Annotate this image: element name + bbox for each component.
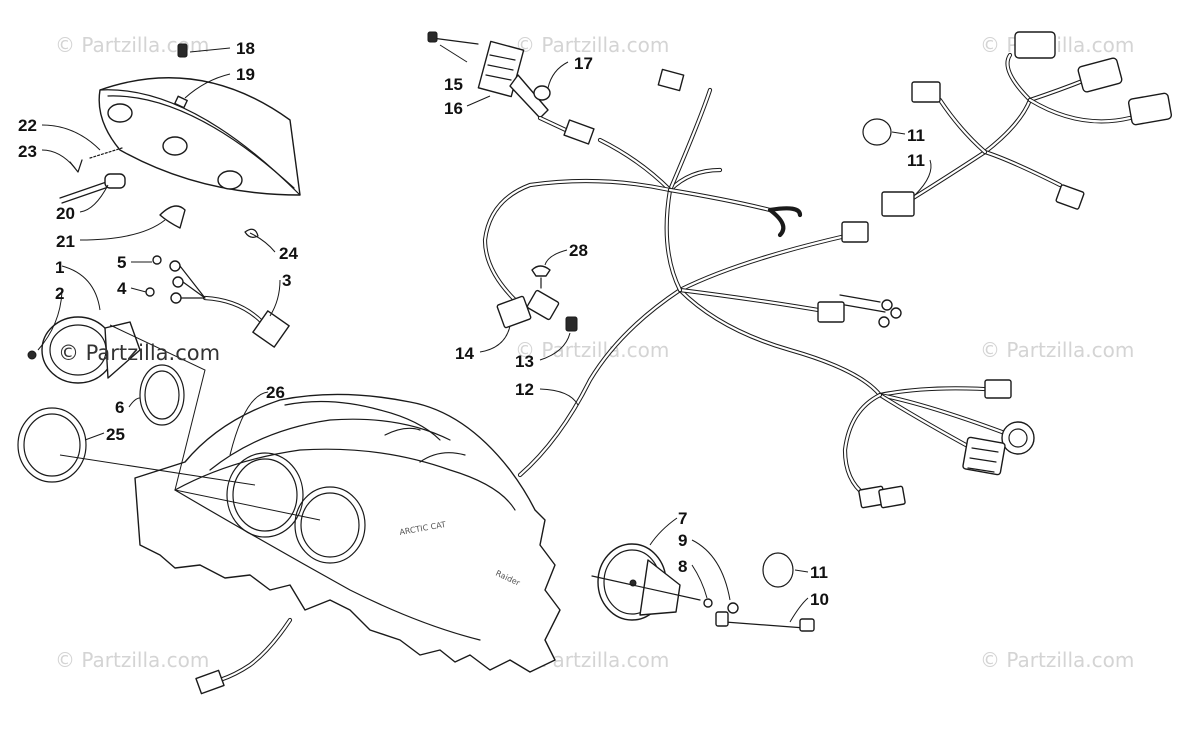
callout-24: 23: [18, 142, 37, 161]
callout-23: 22: [18, 116, 37, 135]
callout-19: 18: [236, 39, 255, 58]
watermarks: © Partzilla.com © Partzilla.com © Partzi…: [55, 33, 1134, 672]
watermark: © Partzilla.com: [980, 33, 1134, 57]
fuse-holder-group: [496, 265, 578, 332]
instrument-panel-hood: ARCTIC CAT Raider: [134, 393, 561, 695]
callout-2: 2: [55, 284, 64, 303]
front-harness-12: [762, 31, 1173, 588]
speed-sensor-group: [591, 543, 815, 632]
connector-3: [252, 310, 290, 348]
callout-16: 15: [444, 75, 463, 94]
callout-25: 24: [279, 244, 298, 263]
callout-1: 1: [55, 258, 64, 277]
watermark: © Partzilla.com: [980, 648, 1134, 672]
callout-8: 8: [678, 557, 687, 576]
nut-18: [533, 85, 551, 101]
main-wiring-harness: [482, 68, 1035, 509]
callout-11b: 11: [810, 563, 828, 582]
bulb-socket-21: [104, 173, 126, 189]
callout-7: 7: [678, 509, 687, 528]
regulator-group: [427, 31, 595, 145]
callout-22: 21: [56, 232, 75, 251]
elbow-22: [159, 205, 186, 229]
hood-connector: [195, 669, 225, 695]
callout-20: 19: [236, 65, 255, 84]
callout-18: 17: [574, 54, 593, 73]
callout-12: 11: [907, 151, 925, 170]
callout-28: 28: [569, 241, 588, 260]
callout-14: 13: [515, 352, 534, 371]
callout-5: 5: [117, 253, 126, 272]
watermark: © Partzilla.com: [58, 341, 220, 365]
callout-13: 12: [515, 380, 534, 399]
callout-labels: 18 19 22 23 20 21 24 1 2 5 4 3 6 25 26 1…: [18, 39, 925, 609]
watermark: © Partzilla.com: [515, 338, 669, 362]
callout-4: 4: [117, 279, 127, 298]
callout-26: 25: [106, 425, 125, 444]
callout-10: 10: [810, 590, 829, 609]
callout-6: 6: [115, 398, 124, 417]
watermark: © Partzilla.com: [515, 33, 669, 57]
callout-15: 14: [455, 344, 474, 363]
callout-21: 20: [56, 204, 75, 223]
watermark: © Partzilla.com: [980, 338, 1134, 362]
callout-17: 16: [444, 99, 463, 118]
gauge-assembly: [17, 255, 290, 483]
callout-11: 11: [907, 126, 925, 145]
watermark: © Partzilla.com: [55, 648, 209, 672]
callout-3: 3: [282, 271, 291, 290]
callout-9: 9: [678, 531, 687, 550]
fuse-holder-15: [496, 295, 532, 329]
fuse-14: [565, 316, 578, 332]
leader-lines: [37, 44, 932, 623]
clip-25: [244, 228, 259, 238]
clip-19: [177, 43, 188, 58]
headlight-assembly: [59, 43, 301, 238]
callout-27: 26: [266, 383, 285, 402]
cap-28: [531, 265, 551, 277]
